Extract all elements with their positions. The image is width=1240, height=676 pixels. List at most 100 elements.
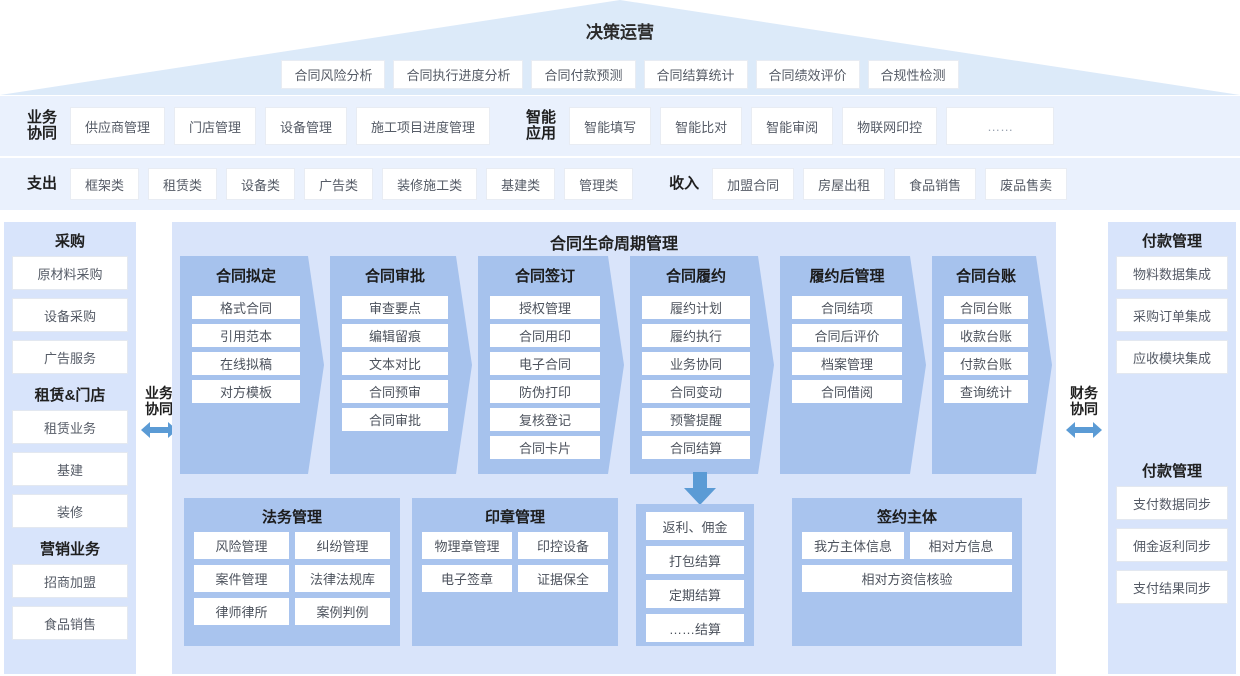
seal-item[interactable]: 物理章管理 <box>422 532 512 559</box>
left-item[interactable]: 设备采购 <box>12 298 128 332</box>
stage-item[interactable]: 合同台账 <box>944 296 1028 319</box>
stage-item[interactable]: 合同审批 <box>342 408 448 431</box>
income-chip[interactable]: 加盟合同 <box>712 168 795 200</box>
right-item[interactable]: 支付结果同步 <box>1116 570 1228 604</box>
pyramid-chip[interactable]: 合同风险分析 <box>281 60 386 89</box>
stage-item[interactable]: 电子合同 <box>490 352 600 375</box>
stage-item[interactable]: 文本对比 <box>342 352 448 375</box>
pyramid-chip[interactable]: 合同结算统计 <box>643 60 748 89</box>
party-item[interactable]: 我方主体信息 <box>802 532 904 559</box>
stage-item[interactable]: 合同用印 <box>490 324 600 347</box>
legal-management-box: 法务管理 风险管理 纠纷管理 案件管理 法律法规库 律师律所 案例判例 <box>184 498 400 646</box>
legal-item[interactable]: 法律法规库 <box>295 565 390 592</box>
stage-title: 履约后管理 <box>809 268 885 285</box>
seal-management-box: 印章管理 物理章管理 印控设备 电子签章 证据保全 <box>412 498 618 646</box>
business-chip[interactable]: 设备管理 <box>265 107 348 145</box>
expense-chip[interactable]: 广告类 <box>304 168 374 200</box>
business-collab-label: 业务 协同 <box>145 385 173 417</box>
pyramid-chip[interactable]: 合同执行进度分析 <box>393 60 524 89</box>
stage-contract-drafting[interactable]: 合同拟定 格式合同 引用范本 在线拟稿 对方模板 <box>180 256 324 474</box>
expense-chip[interactable]: 框架类 <box>70 168 140 200</box>
right-item[interactable]: 应收模块集成 <box>1116 340 1228 374</box>
pyramid-chip[interactable]: 合规性检测 <box>867 60 959 89</box>
smart-chip[interactable]: 智能审阅 <box>751 107 834 145</box>
left-item[interactable]: 招商加盟 <box>12 564 128 598</box>
stage-item[interactable]: 收款台账 <box>944 324 1028 347</box>
party-item[interactable]: 相对方资信核验 <box>802 565 1012 592</box>
left-item[interactable]: 食品销售 <box>12 606 128 640</box>
left-item[interactable]: 原材料采购 <box>12 256 128 290</box>
stage-item[interactable]: 对方模板 <box>192 380 300 403</box>
legal-item[interactable]: 风险管理 <box>194 532 289 559</box>
left-item[interactable]: 租赁业务 <box>12 410 128 444</box>
business-chip[interactable]: 门店管理 <box>174 107 257 145</box>
stage-item[interactable]: 格式合同 <box>192 296 300 319</box>
legal-item[interactable]: 案件管理 <box>194 565 289 592</box>
expense-chip[interactable]: 装修施工类 <box>382 168 478 200</box>
signing-party-box: 签约主体 我方主体信息 相对方信息 相对方资信核验 <box>792 498 1022 646</box>
smart-chip[interactable]: 物联网印控 <box>842 107 938 145</box>
right-item[interactable]: 支付数据同步 <box>1116 486 1228 520</box>
smart-chip[interactable]: 智能比对 <box>660 107 743 145</box>
seal-item[interactable]: 电子签章 <box>422 565 512 592</box>
stage-item[interactable]: 业务协同 <box>642 352 750 375</box>
stage-item[interactable]: 授权管理 <box>490 296 600 319</box>
business-chip[interactable]: 施工项目进度管理 <box>356 107 491 145</box>
income-chip[interactable]: 房屋出租 <box>803 168 886 200</box>
stage-item[interactable]: 预警提醒 <box>642 408 750 431</box>
left-business-column: 采购 原材料采购 设备采购 广告服务 租赁&门店 租赁业务 基建 装修 营销业务… <box>4 222 136 674</box>
legal-item[interactable]: 纠纷管理 <box>295 532 390 559</box>
seal-item[interactable]: 印控设备 <box>518 532 608 559</box>
stage-item[interactable]: 履约执行 <box>642 324 750 347</box>
settlement-item[interactable]: ……结算 <box>646 614 744 642</box>
stage-item[interactable]: 在线拟稿 <box>192 352 300 375</box>
stage-item[interactable]: 履约计划 <box>642 296 750 319</box>
stage-item[interactable]: 查询统计 <box>944 380 1028 403</box>
stage-item[interactable]: 合同后评价 <box>792 324 902 347</box>
stage-post-performance[interactable]: 履约后管理 合同结项 合同后评价 档案管理 合同借阅 <box>780 256 926 474</box>
settlement-item[interactable]: 打包结算 <box>646 546 744 574</box>
income-chip[interactable]: 食品销售 <box>894 168 977 200</box>
right-item[interactable]: 采购订单集成 <box>1116 298 1228 332</box>
stage-item[interactable]: 付款台账 <box>944 352 1028 375</box>
stage-item[interactable]: 合同结项 <box>792 296 902 319</box>
stage-item[interactable]: 复核登记 <box>490 408 600 431</box>
stage-item[interactable]: 合同卡片 <box>490 436 600 459</box>
settlement-item[interactable]: 返利、佣金 <box>646 512 744 540</box>
smart-chip-ellipsis[interactable]: …… <box>946 107 1055 145</box>
expense-chip[interactable]: 基建类 <box>486 168 556 200</box>
stage-item[interactable]: 档案管理 <box>792 352 902 375</box>
stage-contract-signing[interactable]: 合同签订 授权管理 合同用印 电子合同 防伪打印 复核登记 合同卡片 <box>478 256 624 474</box>
party-item[interactable]: 相对方信息 <box>910 532 1012 559</box>
right-item[interactable]: 佣金返利同步 <box>1116 528 1228 562</box>
legal-item[interactable]: 律师律所 <box>194 598 289 625</box>
left-item[interactable]: 广告服务 <box>12 340 128 374</box>
right-item[interactable]: 物料数据集成 <box>1116 256 1228 290</box>
expense-chip[interactable]: 管理类 <box>564 168 634 200</box>
settlement-item[interactable]: 定期结算 <box>646 580 744 608</box>
stage-item[interactable]: 编辑留痕 <box>342 324 448 347</box>
stage-contract-performance[interactable]: 合同履约 履约计划 履约执行 业务协同 合同变动 预警提醒 合同结算 <box>630 256 774 474</box>
stage-contract-approval[interactable]: 合同审批 审查要点 编辑留痕 文本对比 合同预审 合同审批 <box>330 256 472 474</box>
stage-item[interactable]: 合同借阅 <box>792 380 902 403</box>
stage-item[interactable]: 合同变动 <box>642 380 750 403</box>
stage-item[interactable]: 防伪打印 <box>490 380 600 403</box>
pyramid-chip[interactable]: 合同付款预测 <box>531 60 636 89</box>
stage-contract-ledger[interactable]: 合同台账 合同台账 收款台账 付款台账 查询统计 <box>932 256 1052 474</box>
smart-chip[interactable]: 智能填写 <box>569 107 652 145</box>
income-chip[interactable]: 废品售卖 <box>985 168 1068 200</box>
stage-item[interactable]: 引用范本 <box>192 324 300 347</box>
expense-chip-group: 框架类 租赁类 设备类 广告类 装修施工类 基建类 管理类 <box>70 168 642 200</box>
expense-chip[interactable]: 租赁类 <box>148 168 218 200</box>
pyramid-chip[interactable]: 合同绩效评价 <box>755 60 860 89</box>
stage-item[interactable]: 审查要点 <box>342 296 448 319</box>
stage-item[interactable]: 合同结算 <box>642 436 750 459</box>
expense-chip[interactable]: 设备类 <box>226 168 296 200</box>
left-item[interactable]: 装修 <box>12 494 128 528</box>
left-item[interactable]: 基建 <box>12 452 128 486</box>
stage-item[interactable]: 合同预审 <box>342 380 448 403</box>
business-chip[interactable]: 供应商管理 <box>70 107 166 145</box>
legal-item[interactable]: 案例判例 <box>295 598 390 625</box>
seal-item[interactable]: 证据保全 <box>518 565 608 592</box>
